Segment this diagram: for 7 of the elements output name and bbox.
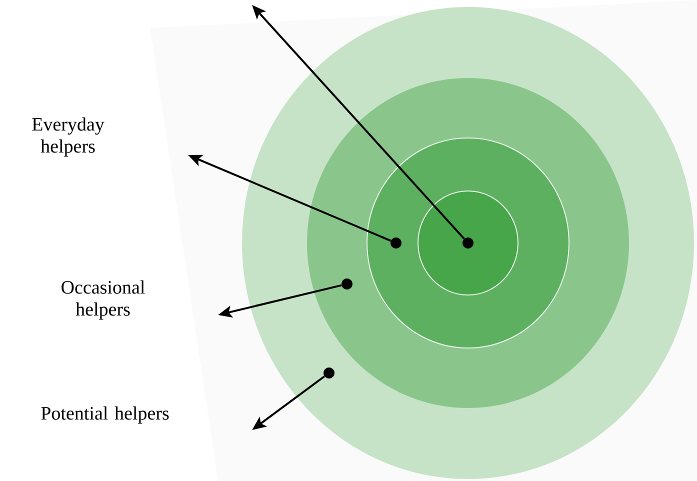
dot: [342, 278, 352, 290]
label-text: Everyday helpers: [32, 117, 104, 157]
label-text: Potential helpers: [41, 406, 169, 424]
dot: [390, 237, 402, 248]
label-text: Occasional helpers: [62, 280, 145, 320]
dot: [462, 237, 474, 248]
dot: [324, 367, 334, 378]
